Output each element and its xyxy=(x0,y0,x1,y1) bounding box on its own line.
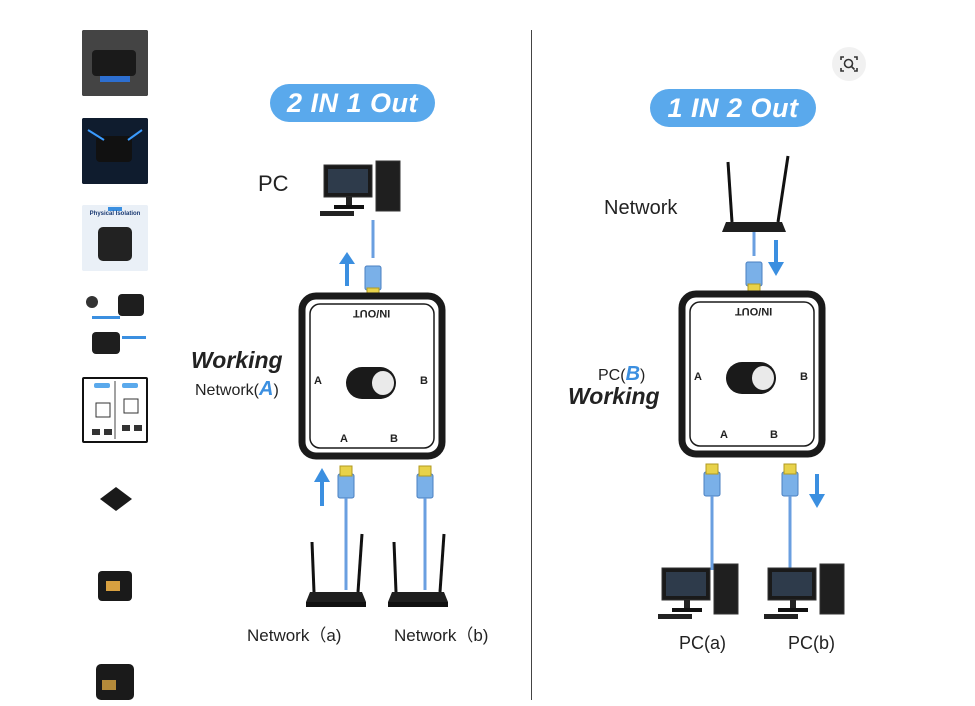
left-pc-icon xyxy=(319,160,401,217)
right-network-label: Network xyxy=(604,197,678,219)
right-down-arrow-bottom xyxy=(809,474,825,508)
left-port-a: A xyxy=(314,375,322,387)
right-pc-status: PC(B) xyxy=(598,363,645,386)
right-down-arrow-top xyxy=(768,240,784,276)
right-port-b: B xyxy=(800,371,808,383)
left-network-a-label: Network（a) xyxy=(247,626,342,645)
right-device-label: IN/OUT xyxy=(735,305,773,317)
left-network-letter: A xyxy=(259,378,274,400)
left-network-prefix: Network( xyxy=(195,382,260,399)
right-pc-a-label: PC(a) xyxy=(679,633,727,653)
thumbnail-8[interactable] xyxy=(82,640,148,706)
diagram-thumbnail-icon xyxy=(92,381,142,439)
left-up-arrow-top xyxy=(339,252,355,286)
left-working-label: Working xyxy=(191,347,283,373)
right-pc-b-icon xyxy=(763,563,845,620)
visual-search-icon xyxy=(840,56,858,72)
left-port-b: B xyxy=(420,375,428,387)
left-up-arrow-bottom xyxy=(314,468,330,506)
right-pc-suffix: ) xyxy=(640,367,646,384)
right-bottom-plugs xyxy=(703,463,799,497)
left-bottom-port-b: B xyxy=(390,433,398,445)
thumbnail-5[interactable] xyxy=(82,377,148,443)
left-title: 2 IN 1 Out xyxy=(286,87,419,118)
left-bottom-plugs xyxy=(337,465,434,499)
thumbnail-4[interactable] xyxy=(82,292,148,358)
thumbnail-2[interactable] xyxy=(82,118,148,184)
left-bottom-port-a: A xyxy=(340,433,348,445)
switch-photo-icon xyxy=(82,118,148,184)
panel-divider xyxy=(531,30,532,700)
left-pc-label: PC xyxy=(258,171,289,196)
right-pc-prefix: PC( xyxy=(598,367,626,384)
left-device-label: IN/OUT xyxy=(353,307,391,319)
left-router-a xyxy=(306,533,366,607)
switch-photo-icon xyxy=(82,205,148,271)
thumbnail-1[interactable] xyxy=(82,30,148,96)
left-title-pill: 2 IN 1 Out xyxy=(270,84,435,122)
switch-photo-icon xyxy=(100,487,132,511)
thumbnail-7[interactable] xyxy=(82,553,148,619)
right-pc-b-label: PC(b) xyxy=(788,633,836,653)
thumbnail-3[interactable]: Physical Isolation xyxy=(82,205,148,271)
right-switch-device xyxy=(678,290,826,458)
right-title: 1 IN 2 Out xyxy=(667,92,799,123)
coupler-photo-icon xyxy=(98,571,132,601)
right-bottom-port-a: A xyxy=(720,429,728,441)
switch-photo-icon xyxy=(82,30,148,96)
thumbnail-6[interactable] xyxy=(82,465,148,531)
right-title-pill: 1 IN 2 Out xyxy=(650,89,816,127)
thumbnail-banner: Physical Isolation xyxy=(89,211,141,217)
switch-photo-icon xyxy=(86,294,146,354)
right-bottom-port-b: B xyxy=(770,429,778,441)
left-network-status: Network(A) xyxy=(195,378,279,401)
right-port-a: A xyxy=(694,371,702,383)
right-working-label: Working xyxy=(568,383,660,409)
visual-search-button[interactable] xyxy=(832,47,866,81)
left-router-b xyxy=(388,533,448,607)
right-router-icon xyxy=(722,155,790,232)
left-network-suffix: ) xyxy=(273,382,279,399)
left-network-b-label: Network（b) xyxy=(394,626,489,645)
left-switch-device xyxy=(298,292,446,460)
right-pc-letter: B xyxy=(625,363,641,385)
switch-photo-icon xyxy=(96,664,134,700)
right-pc-a-icon xyxy=(657,563,739,620)
right-top-plug xyxy=(745,261,763,295)
